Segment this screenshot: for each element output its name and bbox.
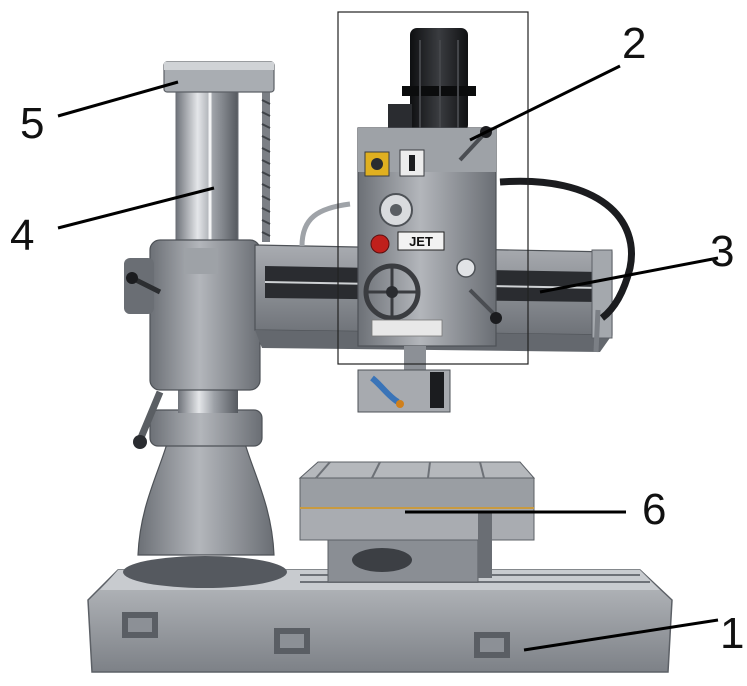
control-switch-right — [399, 149, 425, 177]
lift-handle — [133, 390, 164, 449]
callout-4: 4 — [10, 211, 34, 260]
column-cap — [163, 61, 275, 93]
leader-line-4 — [57, 186, 215, 230]
leader-line-5 — [57, 80, 179, 118]
clamp-lever — [124, 258, 162, 314]
coolant-pipe — [299, 201, 351, 247]
column — [175, 87, 271, 249]
control-switch-left — [364, 151, 390, 177]
arm-sleeve — [124, 239, 261, 449]
spindle — [357, 346, 451, 413]
base-slot-center — [274, 628, 310, 654]
callout-1: 1 — [720, 609, 744, 658]
leader-line-1 — [523, 618, 719, 652]
leader-line-3 — [539, 256, 719, 294]
callout-3: 3 — [710, 227, 734, 276]
box-table — [298, 461, 536, 583]
warning-label — [371, 319, 443, 337]
feed-gauge-icon — [456, 258, 476, 278]
coolant-hose — [499, 177, 635, 321]
speed-dial — [379, 193, 413, 227]
leader-line-2 — [469, 64, 621, 142]
base-slot-left — [122, 612, 158, 638]
emergency-stop-icon — [370, 234, 390, 254]
feed-handwheel — [363, 263, 421, 321]
callout-2: 2 — [622, 19, 646, 68]
callout-5: 5 — [20, 99, 44, 148]
base-slot-right — [474, 632, 510, 658]
leader-lines — [57, 64, 719, 652]
callout-6: 6 — [642, 485, 666, 534]
drill-head: JET — [357, 28, 502, 413]
callout-numbers: 1 2 3 4 5 6 — [10, 19, 744, 658]
drill-head-highlight-box — [337, 11, 529, 365]
motor — [388, 28, 476, 132]
jet-logo: JET — [397, 231, 445, 251]
svg-text:JET: JET — [409, 234, 433, 249]
elevating-screw — [261, 92, 271, 242]
